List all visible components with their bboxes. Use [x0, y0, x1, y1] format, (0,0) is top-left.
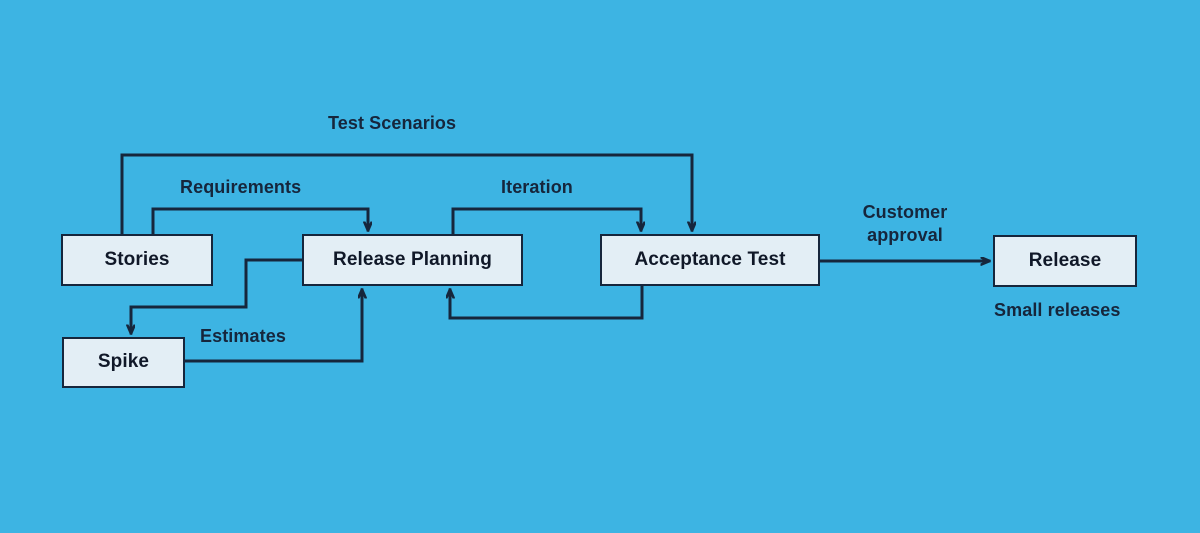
node-acceptance-test-label: Acceptance Test	[634, 248, 786, 270]
node-release-planning-label: Release Planning	[333, 248, 492, 270]
node-stories-label: Stories	[104, 248, 170, 270]
node-release-label: Release	[1028, 249, 1102, 271]
node-spike[interactable]: Spike	[62, 337, 185, 388]
edge-label-customer-approval: Customer approval	[862, 202, 948, 245]
edge-estimates	[183, 290, 362, 363]
edge-label-estimates: Estimates	[200, 326, 286, 346]
node-release[interactable]: Release	[993, 235, 1137, 287]
edge-planning-to-spike	[131, 258, 304, 333]
edge-requirements	[151, 207, 368, 236]
edge-test-scenarios	[120, 153, 692, 236]
node-spike-label: Spike	[97, 351, 150, 373]
edge-label-test-scenarios: Test Scenarios	[328, 113, 457, 133]
edge-iteration	[451, 207, 641, 236]
node-acceptance-test[interactable]: Acceptance Test	[600, 234, 820, 286]
edge-acceptance-to-planning	[450, 284, 644, 320]
edge-label-requirements: Requirements	[180, 177, 302, 197]
node-release-planning[interactable]: Release Planning	[302, 234, 523, 286]
edge-label-iteration: Iteration	[501, 177, 573, 197]
note-small-releases: Small releases	[994, 300, 1121, 320]
node-stories[interactable]: Stories	[61, 234, 213, 286]
